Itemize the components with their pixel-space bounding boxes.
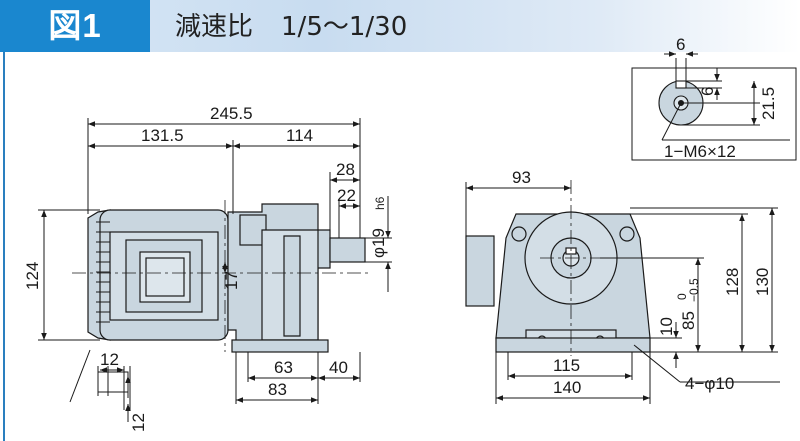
dim-mount-spacing: 115 — [553, 356, 580, 375]
dim-shaft-diameter: φ19 — [369, 228, 388, 258]
figure-title: 減速比 1/5～1/30 — [175, 0, 407, 52]
dim-foot-hole-depth: 12 — [129, 413, 148, 432]
dim-base-width: 140 — [553, 378, 581, 397]
figure-header: 図1 減速比 1/5～1/30 — [0, 0, 800, 52]
dim-mount-holes: 4−φ10 — [685, 374, 734, 393]
dim-overall-length: 245.5 — [210, 104, 253, 123]
front-view — [72, 200, 372, 353]
dim-shaft-height: 128 — [723, 268, 742, 296]
dim-foot-spacing: 63 — [274, 358, 293, 377]
dim-side-width: 93 — [512, 168, 531, 187]
dim-shaft-length: 28 — [336, 160, 355, 179]
dim-shaft-height-upper-tol: 0 — [675, 293, 689, 300]
dim-gear-length: 114 — [286, 126, 313, 145]
dim-shaft-end-width: 6 — [676, 35, 685, 54]
dim-shaft-end-key: 6 — [698, 87, 717, 96]
dim-foot-edge: 40 — [329, 358, 348, 377]
dim-motor-height: 124 — [23, 262, 42, 290]
dim-shaft-offset: 17 — [222, 271, 241, 290]
dim-shaft-end-height: 21.5 — [759, 87, 778, 120]
dim-key-length: 22 — [337, 186, 356, 205]
dim-foot-slot: 12 — [100, 350, 119, 369]
dim-motor-length: 131.5 — [141, 126, 184, 145]
side-view — [465, 180, 690, 356]
dim-base-thickness: 10 — [657, 317, 676, 336]
shaft-end-detail: 6 6 21.5 1−M6×12 — [631, 35, 797, 161]
dim-foot-length: 83 — [268, 380, 287, 399]
dim-total-height: 130 — [753, 268, 772, 296]
side-dimensions — [465, 182, 780, 404]
front-dimension-labels: 245.5 131.5 114 28 22 φ19 h6 124 17 63 4… — [23, 104, 388, 432]
dim-shaft-height-main: 85 — [679, 311, 698, 330]
figure-label: 図1 — [0, 0, 150, 52]
ratio-text: 1/5～1/30 — [281, 12, 408, 42]
dim-shaft-tolerance: h6 — [373, 196, 387, 210]
dim-shaft-end-thread: 1−M6×12 — [664, 142, 736, 161]
front-dimensions — [38, 118, 392, 422]
side-dimension-labels: 93 115 140 130 128 10 85 0 −0.5 4−φ10 — [512, 168, 772, 397]
dim-shaft-height-lower-tol: −0.5 — [687, 278, 701, 302]
title-text: 減速比 — [175, 12, 254, 42]
